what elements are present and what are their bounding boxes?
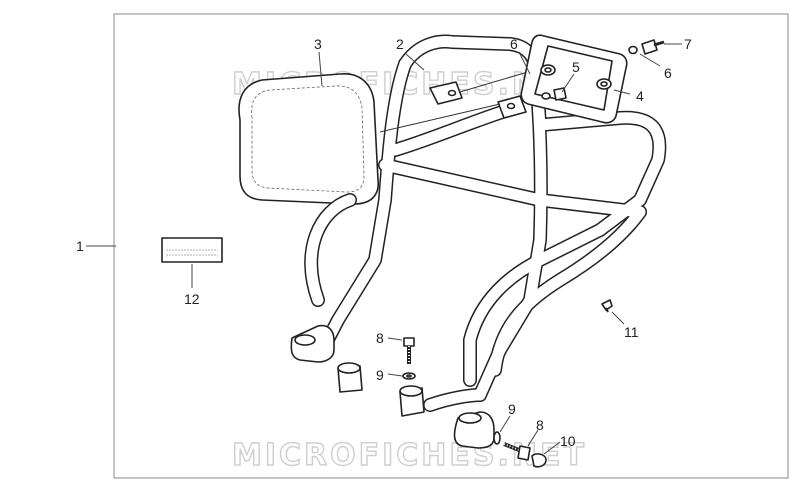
callout-1: 1 (76, 238, 84, 254)
callout-5: 5 (572, 59, 580, 75)
assembly-line-backrest (379, 103, 501, 133)
callout-9-top: 9 (376, 367, 384, 383)
bolt-7-with-washer (628, 39, 665, 55)
callout-6-bracket: 6 (510, 36, 518, 52)
callout-9-bottom: 9 (508, 401, 516, 417)
bolt-8-vertical (402, 337, 416, 380)
callout-2: 2 (396, 36, 404, 52)
callout-10: 10 (560, 433, 576, 449)
callout-11: 11 (624, 324, 639, 340)
rack-frame (290, 34, 667, 449)
sticker-12 (161, 237, 223, 263)
screw-11 (601, 299, 613, 313)
callout-8-bottom: 8 (536, 417, 544, 433)
callout-6-bolt: 6 (664, 65, 672, 81)
callout-12: 12 (184, 291, 200, 307)
bolt-8-horizontal (493, 431, 547, 468)
backrest-cushion (238, 73, 379, 205)
callout-4: 4 (636, 88, 644, 104)
leader-lines (86, 43, 682, 455)
callout-3: 3 (314, 36, 322, 52)
callout-8-top: 8 (376, 330, 384, 346)
callout-7: 7 (684, 36, 692, 52)
